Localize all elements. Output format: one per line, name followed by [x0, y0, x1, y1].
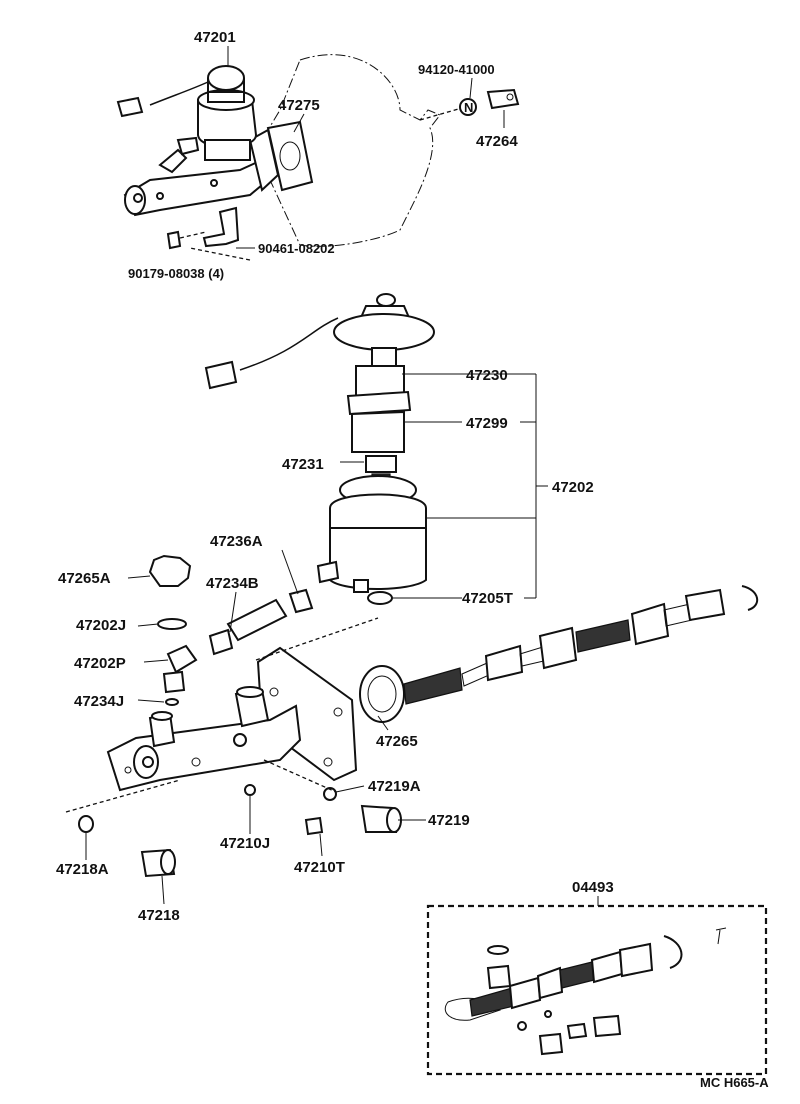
piston-assembly-47265	[359, 585, 758, 723]
connector-plug	[116, 96, 144, 118]
switch-body	[351, 410, 405, 453]
washer-47219A	[323, 787, 337, 801]
reservoir-cap-assembly	[204, 293, 435, 605]
washer-47210J	[244, 784, 256, 796]
cap-connector	[204, 360, 238, 390]
grommet-47205T	[367, 591, 393, 605]
label-47202J: 47202J	[76, 617, 126, 634]
bracket-90461-08202	[202, 206, 240, 248]
booster-assembly-group: N	[116, 54, 520, 250]
label-47265: 47265	[376, 733, 418, 750]
master-cylinder-top	[123, 120, 314, 217]
reservoir-body-47202	[329, 527, 427, 590]
label-47234B: 47234B	[206, 575, 259, 592]
booster-pushrod-line	[419, 107, 463, 121]
label-47299: 47299	[466, 415, 508, 432]
ring-47234J	[165, 698, 179, 706]
label-47264: 47264	[476, 133, 518, 150]
label-47234J: 47234J	[74, 693, 124, 710]
seal-47265	[359, 665, 405, 723]
label-90179-08038: 90179-08038 (4)	[128, 266, 224, 281]
label-47210J: 47210J	[220, 835, 270, 852]
label-47275: 47275	[278, 97, 320, 114]
label-47230: 47230	[466, 367, 508, 384]
nut-dash	[179, 231, 207, 239]
label-47231: 47231	[282, 456, 324, 473]
label-47265A: 47265A	[58, 570, 111, 587]
small-parts-left	[148, 554, 314, 706]
nut-47231	[365, 455, 397, 473]
hose-clamp	[208, 628, 234, 656]
dashed-guides	[65, 247, 379, 813]
master-cylinder-main	[106, 646, 358, 792]
brake-booster-outline	[261, 54, 441, 247]
label-47218A: 47218A	[56, 861, 109, 878]
label-47219A: 47219A	[368, 778, 421, 795]
ring-47299	[346, 390, 412, 416]
kit-04493-box	[426, 896, 768, 1076]
small-parts-bottom	[78, 784, 402, 878]
label-47236A: 47236A	[210, 533, 263, 550]
gasket-47275	[266, 120, 314, 192]
group-bracket-47202	[340, 373, 548, 599]
label-47205T: 47205T	[462, 590, 513, 607]
cap-47265A	[148, 554, 192, 587]
label-94120-41000: 94120-41000	[418, 62, 495, 77]
clevis-47264	[486, 88, 520, 110]
hose-47234B	[226, 598, 288, 642]
clip-47236A	[288, 588, 314, 614]
label-47201: 47201	[194, 29, 236, 46]
label-47202: 47202	[552, 479, 594, 496]
part-labels: 47201 94120-41000 47275 47264 90461-0820…	[56, 29, 769, 1090]
leader-lines-top	[227, 46, 505, 249]
union-47202P	[166, 644, 198, 674]
kit-dashed-frame	[426, 904, 768, 1076]
nut-n-mark: N	[464, 100, 473, 115]
nut-94120-icon	[459, 98, 477, 116]
label-47219: 47219	[428, 812, 470, 829]
ring-47202J	[157, 618, 187, 630]
bolt-47210T	[304, 816, 324, 836]
reservoir-wire	[149, 81, 209, 106]
label-47218: 47218	[138, 907, 180, 924]
snap-ring	[741, 585, 758, 611]
label-47210T: 47210T	[294, 859, 345, 876]
nut-90179	[166, 230, 182, 250]
label-47202P: 47202P	[74, 655, 126, 672]
label-04493: 04493	[572, 879, 614, 896]
leader-lines-main	[85, 549, 426, 905]
label-90461-08202: 90461-08202	[258, 241, 335, 256]
washer-47218A	[78, 815, 94, 833]
reservoir-47201	[197, 65, 258, 161]
cap-wire	[239, 317, 339, 371]
diagram-code: MC H665-A	[700, 1075, 769, 1090]
